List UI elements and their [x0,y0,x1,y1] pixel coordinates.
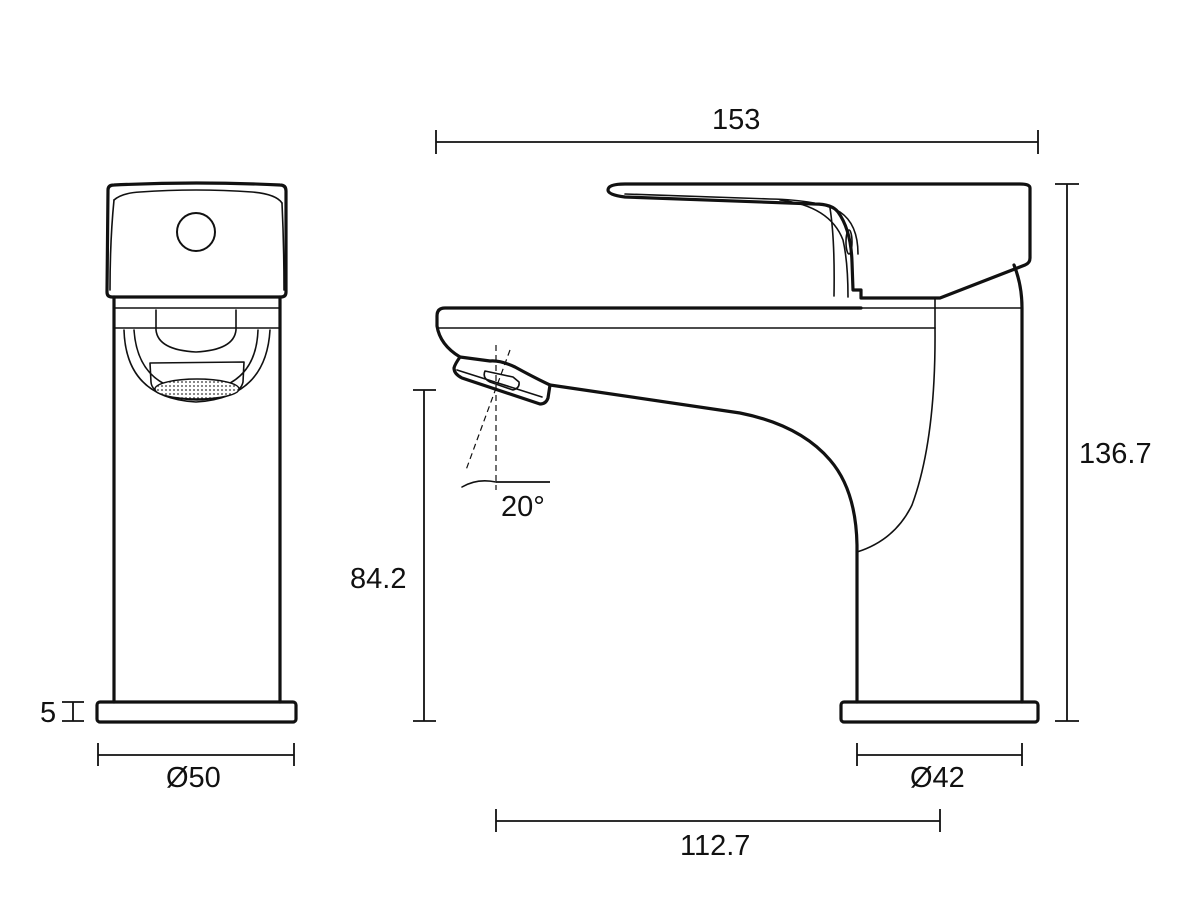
side-lever-upper-line [624,193,859,255]
side-lever-groove [779,199,849,298]
side-spout-top [435,306,863,359]
side-aerator-insert [483,370,520,391]
label-spray-angle: 20° [501,491,545,523]
spray-angle-construction [461,345,550,490]
dim-spout-height [413,389,436,722]
side-base-plate [839,700,1040,724]
side-aerator-edge [456,369,543,398]
dim-base-thickness [62,701,84,722]
side-spout-inner-curve [856,327,936,553]
side-body-back [1012,263,1024,704]
label-overall-width: 153 [712,104,761,136]
aerator-mesh-icon [154,378,240,400]
dim-overall-width [435,130,1039,154]
front-lever-side-right [281,202,285,291]
front-body [112,295,282,704]
dim-front-base-diameter [97,743,295,766]
side-lever [606,182,1032,300]
front-spout-outer [123,329,271,403]
cartridge-indicator-icon [176,212,216,252]
side-lever-pivot [845,229,853,255]
front-spout-inner [155,309,237,353]
label-spout-height: 84.2 [350,563,407,595]
side-view [413,130,1079,832]
front-lever-top-curve [113,189,283,204]
dim-overall-height [1055,183,1079,722]
label-overall-height: 136.7 [1079,438,1152,470]
front-lever-side-left [109,199,115,291]
side-spout-underside [548,383,859,704]
front-base-plate [95,700,298,724]
side-lever-inner [829,207,835,297]
aerator-housing [149,361,245,401]
side-aerator-nozzle [452,355,552,406]
label-front-base-diameter: Ø50 [166,762,221,794]
label-spout-reach: 112.7 [680,830,751,862]
front-view [62,181,298,766]
front-lever-head [105,181,288,299]
dim-side-base-diameter [856,743,1023,766]
dim-spout-reach [495,809,941,832]
label-base-thickness: 5 [40,697,57,729]
label-side-base-diameter: Ø42 [910,762,965,794]
